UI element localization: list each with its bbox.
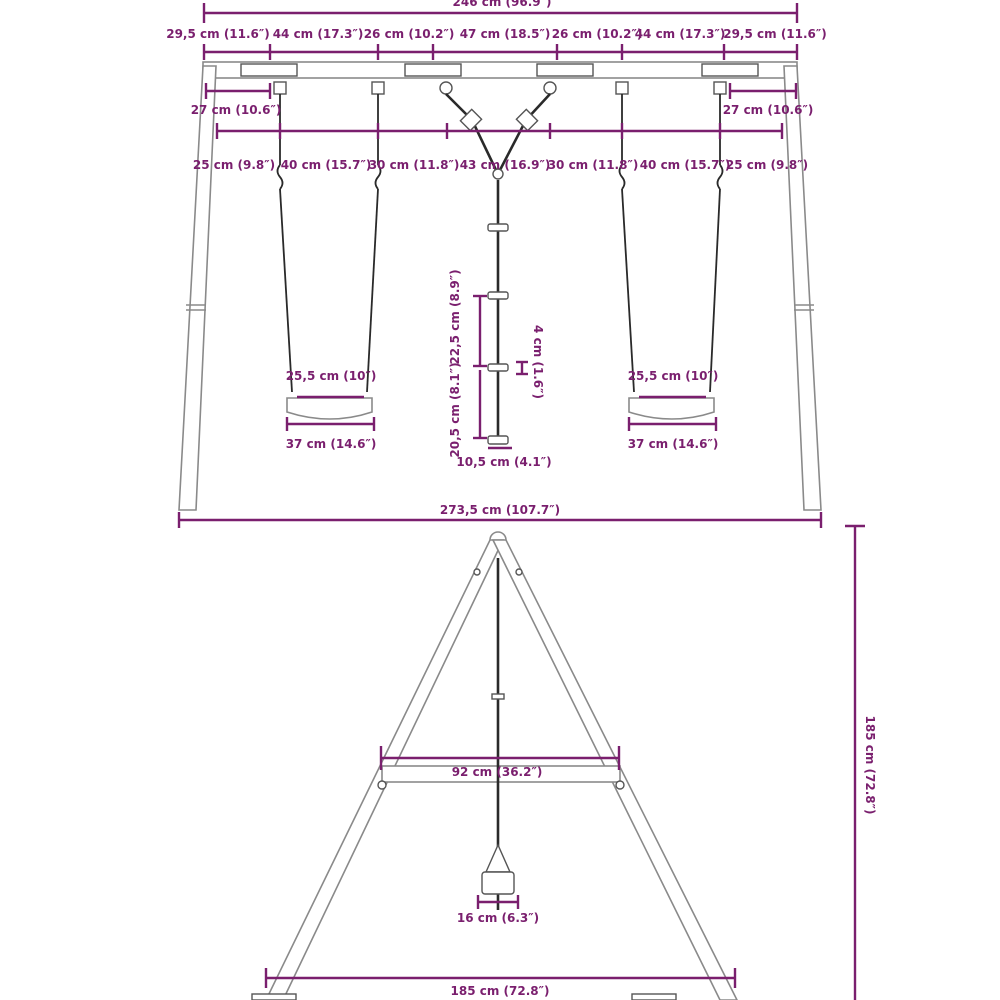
label-seat-left-outer: 37 cm (14.6″) [286,437,377,451]
label-hanger-seg-1: 25 cm (9.8″) [193,158,275,172]
label-side-base: 185 cm (72.8″) [451,984,550,998]
label-rope-spacing-upper: 22,5 cm (8.9″) [448,269,462,364]
label-seat-right-inner: 25,5 cm (10″) [628,369,719,383]
rope-knot-3 [487,363,509,372]
left-swing-seat [286,397,373,420]
left-swing-hook-right [374,164,382,190]
dimension-labels: 246 cm (96.9″) 29,5 cm (11.6″) 44 cm (17… [166,0,877,998]
label-top-seg-5: 26 cm (10.2″) [552,27,643,41]
label-hanger-seg-3: 30 cm (11.8″) [369,158,460,172]
label-top-overall: 246 cm (96.9″) [453,0,552,9]
label-base-width: 273,5 cm (107.7″) [440,503,560,517]
label-side-seat: 16 cm (6.3″) [457,911,539,925]
label-rope-spacing-lower: 20,5 cm (8.1″) [448,362,462,457]
climbing-rope [439,81,557,445]
label-top-seg-6: 44 cm (17.3″) [635,27,726,41]
side-view-frame [251,531,738,1000]
beam-bracket-2 [404,63,462,77]
beam-bracket-3 [536,63,594,77]
label-hanger-seg-4: 43 cm (16.9″) [460,158,551,172]
label-rope-step: 4 cm (1.6″) [531,325,545,399]
dimension-lines [177,3,865,1000]
right-swing [615,81,727,420]
label-hanger-seg-7: 25 cm (9.8″) [726,158,808,172]
beam-bracket-4 [701,63,759,77]
label-seat-right-outer: 37 cm (14.6″) [628,437,719,451]
label-top-seg-4: 47 cm (18.5″) [460,27,551,41]
label-top-seg-7: 29,5 cm (11.6″) [723,27,827,41]
side-seat [481,871,515,895]
label-hanger-seg-5: 30 cm (11.8″) [548,158,639,172]
rope-base-disc [487,435,509,445]
rope-knot-2 [487,291,509,300]
label-top-seg-1: 29,5 cm (11.6″) [166,27,270,41]
side-seat-hanger [484,843,512,873]
right-swing-seat [628,397,715,420]
label-top-seg-3: 26 cm (10.2″) [364,27,455,41]
rope-knot-1 [487,223,509,232]
front-view-frame [178,61,822,511]
right-leg [783,65,822,511]
label-end-offset-right: 27 cm (10.6″) [723,103,814,117]
label-end-offset-left: 27 cm (10.6″) [191,103,282,117]
label-seat-left-inner: 25,5 cm (10″) [286,369,377,383]
label-side-crossbar: 92 cm (36.2″) [452,765,543,779]
label-side-height: 185 cm (72.8″) [863,716,877,815]
side-crossbar [381,765,621,783]
label-rope-base: 10,5 cm (4.1″) [456,455,551,469]
left-leg [178,65,217,511]
beam-bracket-1 [240,63,298,77]
label-hanger-seg-2: 40 cm (15.7″) [281,158,372,172]
label-top-seg-2: 44 cm (17.3″) [273,27,364,41]
label-hanger-seg-6: 40 cm (15.7″) [640,158,731,172]
left-swing-hook-left [276,164,284,190]
